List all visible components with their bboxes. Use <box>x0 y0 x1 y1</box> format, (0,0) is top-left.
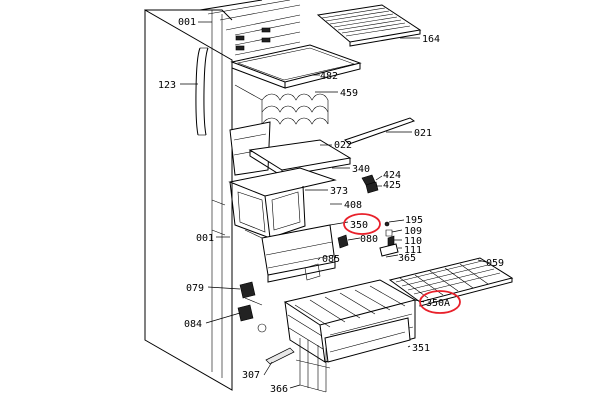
part-label-373: 373 <box>330 186 348 197</box>
part-label-080: 080 <box>360 234 378 245</box>
part-label-001-top: 001 <box>178 17 196 28</box>
left-brackets <box>237 281 267 333</box>
small-hardware-parts <box>379 221 399 257</box>
highlight-circle-350 <box>343 213 381 235</box>
part-label-021: 021 <box>414 128 432 139</box>
part-label-459: 459 <box>340 88 358 99</box>
part-label-307: 307 <box>242 370 260 381</box>
part-label-351: 351 <box>412 343 430 354</box>
part-label-022: 022 <box>334 140 352 151</box>
part-label-085: 085 <box>322 254 340 265</box>
part-label-366: 366 <box>270 384 288 395</box>
part-label-059: 059 <box>486 258 504 269</box>
wine-rack <box>234 84 329 125</box>
part-label-079: 079 <box>186 283 204 294</box>
part-label-123: 123 <box>158 80 176 91</box>
part-label-084: 084 <box>184 319 202 330</box>
freezer-drawer-upper <box>228 167 337 239</box>
part-label-350A: 350A <box>426 298 450 309</box>
part-label-425: 425 <box>383 180 401 191</box>
part-label-195: 195 <box>405 215 423 226</box>
crisper-drawer <box>229 121 352 177</box>
freezer-flap <box>244 224 336 283</box>
divider-strip <box>344 117 416 145</box>
part-labels: 001 164 123 482 459 021 022 340 424 425 … <box>158 17 504 395</box>
part-label-110: 110 <box>404 236 422 247</box>
door-seal-strip <box>195 47 209 136</box>
hinge-assembly <box>361 174 379 194</box>
part-label-164: 164 <box>422 34 440 45</box>
part-label-340: 340 <box>352 164 370 175</box>
part-label-482: 482 <box>320 71 338 82</box>
highlight-circles <box>343 213 461 314</box>
lower-support-legs <box>265 338 331 393</box>
cabinet-body <box>144 0 301 391</box>
glass-shelf <box>230 44 362 89</box>
upper-shelf-rails <box>234 21 301 56</box>
part-label-350: 350 <box>350 220 368 231</box>
leader-lines <box>180 21 487 389</box>
part-label-424: 424 <box>383 170 401 181</box>
top-wire-shelf <box>316 4 422 47</box>
part-label-365: 365 <box>398 253 416 264</box>
part-label-111: 111 <box>404 245 422 256</box>
highlight-circle-350A <box>419 290 461 314</box>
drawer-front-panel <box>304 263 321 281</box>
part-label-109: 109 <box>404 226 422 237</box>
lower-drawer-front <box>324 317 411 363</box>
clip-part <box>337 234 349 249</box>
part-label-408: 408 <box>344 200 362 211</box>
part-label-001-mid: 001 <box>196 233 214 244</box>
ice-tray <box>388 257 514 307</box>
